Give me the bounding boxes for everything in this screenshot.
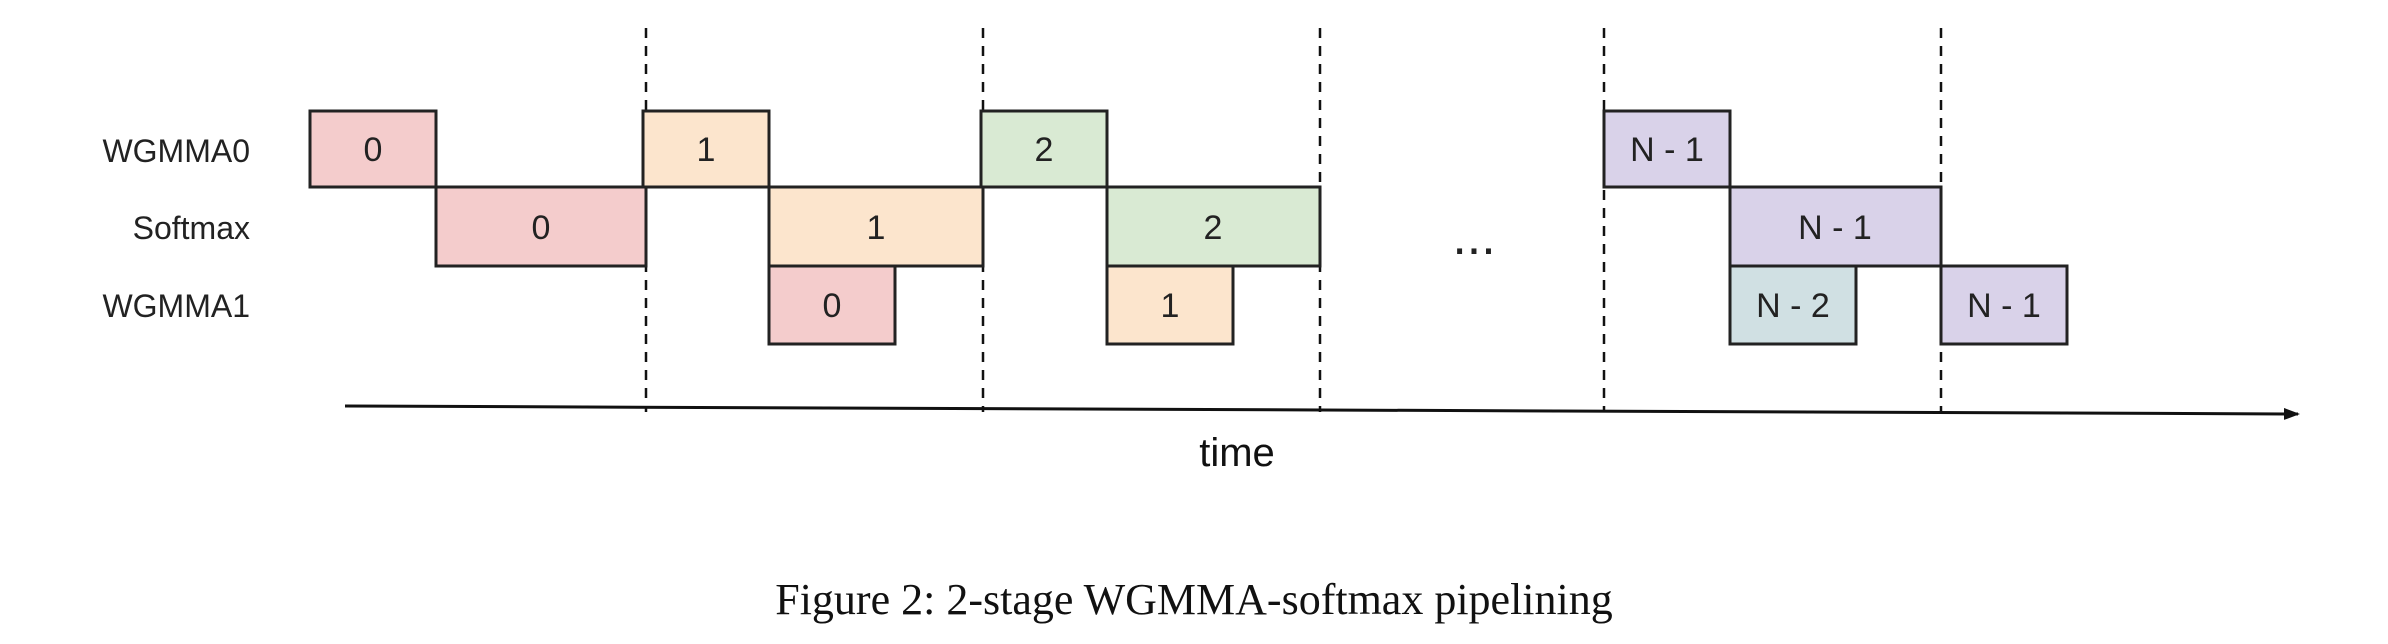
block-label: 2 (1204, 209, 1223, 247)
block: 2 (1105, 185, 1322, 268)
block: N - 1 (1939, 264, 2069, 346)
block-label: N - 1 (1967, 287, 2041, 325)
block-box (767, 185, 985, 268)
lane-label-softmax: Softmax (133, 210, 250, 246)
lane-label-wgmma1: WGMMA1 (102, 288, 250, 324)
block-box (1728, 264, 1858, 346)
block-box (1602, 109, 1732, 189)
block-box (979, 109, 1109, 189)
figure-caption: Figure 2: 2-stage WGMMA-softmax pipelini… (775, 575, 1613, 624)
block-box (641, 109, 771, 189)
block: N - 2 (1728, 264, 1858, 346)
block-label: 1 (697, 131, 716, 169)
block-label: 1 (867, 209, 886, 247)
block: 2 (979, 109, 1109, 189)
time-axis-arrow (344, 404, 2300, 420)
stage-separators (644, 28, 1943, 412)
block-label: 0 (532, 209, 551, 247)
block: 0 (308, 109, 438, 189)
block: N - 1 (1602, 109, 1732, 189)
lane-label-wgmma0: WGMMA0 (102, 133, 250, 169)
block-box (434, 185, 648, 268)
block: N - 1 (1728, 185, 1943, 268)
block-label: 0 (823, 287, 842, 325)
block-box (1105, 185, 1322, 268)
block: 1 (767, 185, 985, 268)
block-label: N - 1 (1798, 209, 1872, 247)
ellipsis: ... (1452, 208, 1495, 266)
block-box (308, 109, 438, 189)
block: 0 (434, 185, 648, 268)
block-box (767, 264, 897, 346)
block-label: 1 (1161, 287, 1180, 325)
block: 1 (1105, 264, 1235, 346)
block-label: N - 1 (1630, 131, 1704, 169)
block-box (1105, 264, 1235, 346)
block: 0 (767, 264, 897, 346)
block: 1 (641, 109, 771, 189)
block-label: N - 2 (1756, 287, 1830, 325)
time-axis-label: time (1199, 431, 1275, 475)
block-label: 0 (364, 131, 383, 169)
block-box (1939, 264, 2069, 346)
block-label: 2 (1035, 131, 1054, 169)
